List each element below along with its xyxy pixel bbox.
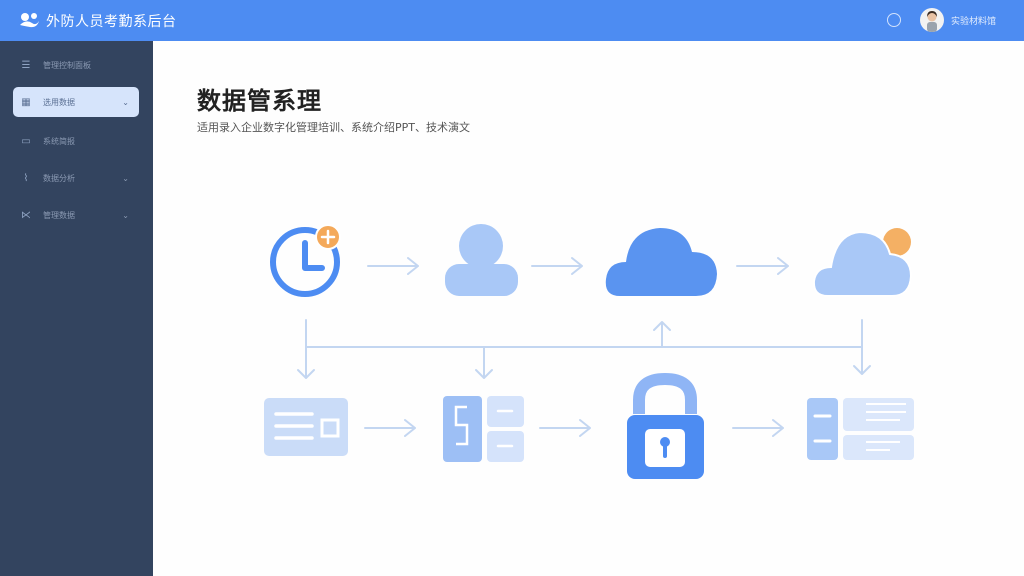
sidebar-item-analysis[interactable]: ⌇ 数据分析 ⌄ xyxy=(13,163,139,193)
server-list-icon xyxy=(807,398,914,460)
chevron-down-icon: ⌄ xyxy=(122,97,129,107)
flow-diagram xyxy=(264,224,914,479)
main-content: 数据管系理 适用录入企业数字化管理培训、系统介绍PPT、技术演文 xyxy=(153,41,1024,576)
clock-add-icon xyxy=(270,224,341,297)
grid-icon: ▦ xyxy=(21,96,31,108)
chevron-down-icon: ⌄ xyxy=(122,173,129,183)
cloud-sun-icon xyxy=(812,228,913,297)
user-name[interactable]: 实验材料馆 xyxy=(951,17,997,27)
top-bar: 外防人员考勤系后台 实验材料馆 xyxy=(0,0,1024,41)
window-icon: ▭ xyxy=(21,135,31,147)
list-icon: ☰ xyxy=(21,59,31,71)
cloud-icon xyxy=(605,228,717,296)
app-title: 外防人员考勤系后台 xyxy=(46,14,177,30)
sidebar-item-brief[interactable]: ▭ 系统简报 xyxy=(13,126,139,156)
page-title: 数据管系理 xyxy=(197,87,322,115)
sidebar-item-dashboard[interactable]: ☰ 管理控制面板 xyxy=(13,50,139,80)
sidebar: ☰ 管理控制面板 ▦ 选用数据 ⌄ ▭ 系统简报 ⌇ 数据分析 ⌄ ⋉ 管理数据… xyxy=(0,41,153,576)
sidebar-item-manage[interactable]: ⋉ 管理数据 ⌄ xyxy=(21,209,129,221)
panel-icon xyxy=(443,396,524,462)
sidebar-item-data[interactable]: ▦ 选用数据 ⌄ xyxy=(13,87,139,117)
logo-icon xyxy=(20,13,39,28)
lock-icon xyxy=(627,372,704,479)
avatar[interactable] xyxy=(920,8,944,32)
chart-icon: ⌇ xyxy=(23,172,29,184)
page-subtitle: 适用录入企业数字化管理培训、系统介绍PPT、技术演文 xyxy=(197,121,470,134)
search-icon[interactable] xyxy=(887,13,901,27)
user-icon xyxy=(445,224,518,296)
card-icon xyxy=(264,398,348,456)
flow-icon: ⋉ xyxy=(21,209,31,221)
chevron-down-icon: ⌄ xyxy=(122,210,129,220)
